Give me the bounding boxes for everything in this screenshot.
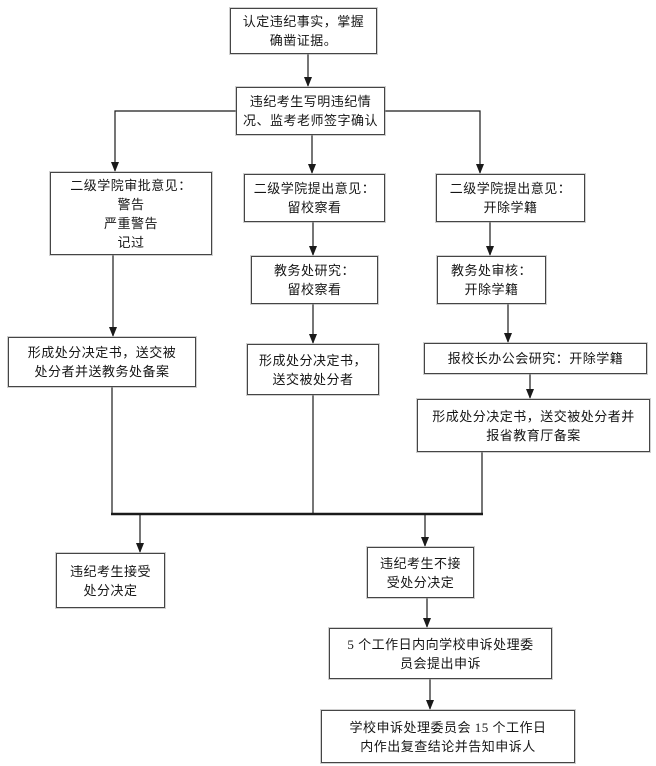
node-review-result-15-days: 学校申诉处理委员会 15 个工作日 内作出复查结论并告知申诉人 (321, 710, 575, 763)
node-text-line: 违纪考生接受 (69, 563, 151, 579)
node-text-line: 处分决定 (83, 582, 138, 598)
node-text-line: 二级学院提出意见： (449, 181, 572, 196)
node-text-line: 违纪考生不接 (379, 555, 461, 571)
node-text-line: 5 个工作日内向学校申诉处理委 (347, 636, 534, 652)
node-text-line: 形成处分决定书， (258, 352, 367, 368)
node-text-line: 认定违纪事实，掌握 (242, 14, 365, 29)
node-text-line: 教务处研究： (273, 263, 355, 278)
node-text-line: 员会提出申诉 (399, 655, 481, 671)
node-text-line: 二级学院提出意见： (253, 181, 376, 196)
node-president-meeting: 报校长办公会研究：开除学籍 (424, 343, 647, 374)
node-decision-letter-warning: 形成处分决定书，送交被 处分者并送教务处备案 (8, 337, 196, 387)
node-reject-decision: 违纪考生不接 受处分决定 (367, 547, 474, 598)
node-text-line: 开除学籍 (483, 200, 538, 215)
node-text-line: 留校察看 (287, 200, 342, 215)
node-text-line: 开除学籍 (464, 282, 519, 297)
node-text-line: 形成处分决定书，送交被处分者并 (432, 408, 635, 424)
node-text-line: 形成处分决定书，送交被 (27, 345, 177, 360)
node-college-proposal-probation: 二级学院提出意见： 留校察看 (244, 174, 385, 222)
node-text-line: 学校申诉处理委员会 15 个工作日 (349, 719, 547, 735)
node-academic-office-study-probation: 教务处研究： 留校察看 (251, 256, 378, 304)
node-text-line: 严重警告 (103, 215, 158, 231)
node-text-line: 送交被处分者 (272, 371, 354, 387)
node-text-line: 确凿证据。 (269, 33, 338, 48)
edge-statement-to-college-expulsion (385, 110, 484, 174)
node-text-line: 记过 (117, 234, 145, 250)
node-text-line: 报校长办公会研究：开除学籍 (447, 351, 624, 366)
edge-statement-to-college-warning (111, 110, 236, 172)
node-text-line: 违纪考生写明违纪情 (249, 94, 372, 109)
node-student-statement: 违纪考生写明违纪情 况、监考老师签字确认 (236, 87, 385, 135)
node-college-approval-warning: 二级学院审批意见： 警告 严重警告 记过 (50, 172, 212, 255)
node-text-line: 内作出复查结论并告知申诉人 (360, 738, 536, 754)
node-text-line: 警告 (117, 196, 145, 212)
node-text-line: 教务处审核： (450, 263, 532, 278)
node-identify-facts: 认定违纪事实，掌握 确凿证据。 (230, 8, 377, 54)
node-decision-letter-expulsion: 形成处分决定书，送交被处分者并 报省教育厅备案 (417, 399, 650, 452)
node-text-line: 报省教育厅备案 (486, 427, 581, 443)
node-decision-letter-probation: 形成处分决定书， 送交被处分者 (247, 344, 379, 395)
node-text-line: 受处分决定 (386, 574, 455, 590)
node-accept-decision: 违纪考生接受 处分决定 (56, 553, 165, 608)
node-text-line: 二级学院审批意见： (70, 177, 192, 193)
node-appeal-within-5-days: 5 个工作日内向学校申诉处理委 员会提出申诉 (329, 628, 552, 679)
node-text-line: 处分者并送教务处备案 (34, 364, 170, 379)
node-academic-office-audit-expulsion: 教务处审核： 开除学籍 (437, 256, 546, 304)
node-text-line: 留校察看 (287, 282, 342, 297)
node-text-line: 况、监考老师签字确认 (242, 113, 378, 128)
node-college-proposal-expulsion: 二级学院提出意见： 开除学籍 (436, 174, 585, 222)
